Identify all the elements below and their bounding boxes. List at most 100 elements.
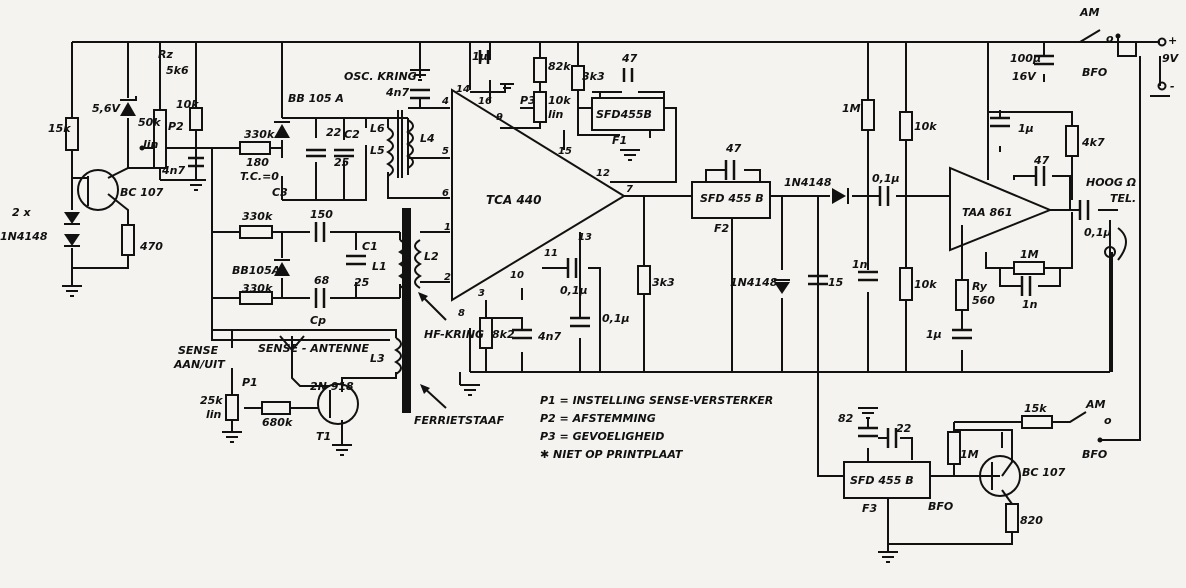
pin-2: 2 bbox=[444, 272, 451, 283]
label-r1m-c: 1M bbox=[960, 448, 979, 461]
label-p1-lin: lin bbox=[206, 408, 222, 421]
label-c0u1-c: 0,1µ bbox=[872, 172, 900, 185]
label-sense-aanuit: AAN/UIT bbox=[173, 358, 226, 371]
labels: 15k BC 107 2 x 1N4148 470 5,6V Rz 5k6 50… bbox=[0, 6, 1180, 527]
pin-8: 8 bbox=[458, 308, 465, 319]
label-sfd455b-f1: SFD455B bbox=[596, 108, 652, 121]
label-9v: 9V bbox=[1162, 52, 1180, 65]
label-p3: P3 bbox=[520, 94, 536, 107]
pin-6: 6 bbox=[442, 188, 449, 199]
pin-5: 5 bbox=[442, 146, 449, 157]
label-c100u: 100µ bbox=[1010, 52, 1041, 65]
label-c1n-a: 1n bbox=[852, 258, 868, 271]
label-plus: + bbox=[1168, 34, 1177, 47]
label-r10k-a: 10k bbox=[914, 120, 937, 133]
label-c22-b: 22 bbox=[896, 422, 912, 435]
legend-note: ✱ NIET OP PRINTPLAAT bbox=[540, 448, 684, 461]
label-r1m-b: 1M bbox=[1020, 248, 1039, 261]
label-c1n-b: 1n bbox=[1022, 298, 1038, 311]
pin-3: 3 bbox=[478, 288, 485, 299]
label-r330k-c: 330k bbox=[242, 282, 273, 295]
label-p2-lin: lin bbox=[143, 138, 159, 151]
label-c4n7-p2: 4n7 bbox=[161, 164, 185, 177]
label-r330k-a: 330k bbox=[244, 128, 275, 141]
label-zener: 5,6V bbox=[92, 102, 121, 115]
label-bfo-1: BFO bbox=[1082, 66, 1107, 79]
label-r3k3-top: 3k3 bbox=[582, 70, 605, 83]
label-c47-f2: 47 bbox=[725, 142, 742, 155]
label-osc-kring: OSC. KRING bbox=[344, 70, 417, 83]
label-c3: C3 bbox=[272, 186, 288, 199]
label-am-1: AM bbox=[1079, 6, 1100, 19]
pin-9: 9 bbox=[496, 112, 503, 123]
pin-13: 13 bbox=[578, 232, 592, 243]
label-c1: C1 bbox=[362, 240, 378, 253]
label-c68: 68 bbox=[314, 274, 330, 287]
label-r8k2: 8k2 bbox=[492, 328, 515, 341]
legend-p3: P3 = GEVOELIGHEID bbox=[540, 430, 664, 443]
label-o-2: o bbox=[1104, 414, 1112, 427]
label-bb105-a: BB 105 A bbox=[288, 92, 344, 105]
label-l1: L1 bbox=[372, 260, 387, 273]
label-p3-val: 10k bbox=[548, 94, 571, 107]
resistors bbox=[65, 57, 1079, 533]
label-rz-val: 5k6 bbox=[166, 64, 189, 77]
label-ry: Ry bbox=[972, 280, 988, 293]
label-f1: F1 bbox=[612, 134, 627, 147]
label-c0u1-b: 0,1µ bbox=[602, 312, 630, 325]
label-r10k-b: 10k bbox=[914, 278, 937, 291]
label-l6: L6 bbox=[370, 122, 385, 135]
label-l5: L5 bbox=[370, 144, 385, 157]
legend-p2: P2 = AFSTEMMING bbox=[540, 412, 656, 425]
pin-14: 14 bbox=[456, 84, 470, 95]
ic-bodies bbox=[451, 88, 1053, 499]
pin-12: 12 bbox=[596, 168, 610, 179]
label-r4k7: 4k7 bbox=[1081, 136, 1105, 149]
pin-11: 11 bbox=[544, 248, 558, 259]
label-c1u-af: 1µ bbox=[1018, 122, 1034, 135]
label-t1: T1 bbox=[316, 430, 331, 443]
label-c1u-top: 1µ bbox=[472, 50, 488, 63]
label-c1u-b: 1µ bbox=[926, 328, 942, 341]
label-ry-val: 560 bbox=[972, 294, 995, 307]
label-hoog: HOOG Ω bbox=[1086, 176, 1136, 189]
pin-16: 16 bbox=[478, 96, 492, 107]
label-1n4148-det2: 1N4148 bbox=[730, 276, 778, 289]
legend: P1 = INSTELLING SENSE-VERSTERKER P2 = AF… bbox=[540, 394, 773, 461]
label-cp: Cp bbox=[310, 314, 326, 327]
label-sfd455b-f2: SFD 455 B bbox=[700, 192, 764, 205]
pin-15: 15 bbox=[558, 146, 572, 157]
label-bc107-b: BC 107 bbox=[1022, 466, 1066, 479]
label-bc107-a: BC 107 bbox=[120, 186, 164, 199]
label-c0u1-d: 0,1µ bbox=[1084, 226, 1112, 239]
label-l2: L2 bbox=[424, 250, 439, 263]
label-p2-val: 50k bbox=[138, 116, 161, 129]
label-tca440: TCA 440 bbox=[486, 193, 542, 207]
label-p3-lin: lin bbox=[548, 108, 564, 121]
label-r470: 470 bbox=[139, 240, 163, 253]
pin-10: 10 bbox=[510, 270, 524, 281]
label-sense-antenne: SENSE - ANTENNE bbox=[258, 342, 369, 355]
label-p1: P1 bbox=[242, 376, 258, 389]
label-rz: Rz bbox=[158, 48, 173, 61]
label-p1-val: 25k bbox=[200, 394, 223, 407]
pin-numbers: 4 5 6 1 2 14 16 9 15 12 7 13 11 10 3 8 bbox=[441, 84, 633, 319]
label-am-2: AM bbox=[1085, 398, 1106, 411]
semiconductors bbox=[64, 96, 1021, 497]
label-r1m-a: 1M bbox=[842, 102, 861, 115]
label-1n4148-pair: 1N4148 bbox=[0, 230, 48, 243]
label-c4n7-osc: 4n7 bbox=[385, 86, 409, 99]
label-f2: F2 bbox=[714, 222, 730, 235]
label-c25-a: 25 bbox=[334, 156, 350, 169]
label-tel: TEL. bbox=[1110, 192, 1136, 205]
label-sfd455b-f3: SFD 455 B bbox=[850, 474, 914, 487]
label-l3: L3 bbox=[370, 352, 385, 365]
legend-p1: P1 = INSTELLING SENSE-VERSTERKER bbox=[540, 394, 773, 407]
label-bfo-2: BFO bbox=[1082, 448, 1107, 461]
grounds bbox=[62, 69, 1170, 563]
label-bb105-b: BB105A bbox=[232, 264, 280, 277]
label-v16: 16V bbox=[1012, 70, 1037, 83]
label-sense: SENSE bbox=[178, 344, 219, 357]
label-o-1: o bbox=[1106, 32, 1114, 45]
label-ferriet: FERRIETSTAAF bbox=[414, 414, 505, 427]
